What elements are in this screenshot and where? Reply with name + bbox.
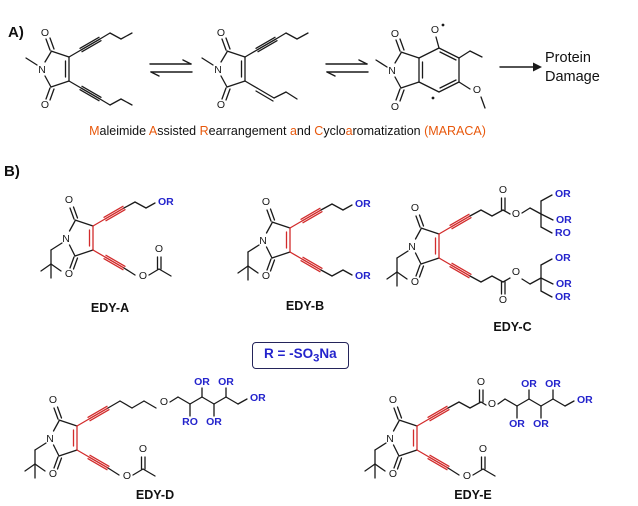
- atom-O: O: [431, 24, 439, 36]
- edy-c-label: EDY-C: [493, 320, 532, 334]
- atom-O: O: [488, 398, 496, 410]
- radical-dot: [441, 23, 445, 27]
- bottom-acetate: O O: [447, 443, 496, 482]
- legend-suffix: Na: [319, 346, 337, 361]
- r-group-legend: R = -SO3Na: [252, 342, 349, 369]
- caption-segment: romatization: [352, 124, 425, 138]
- caption-segment: earrangement: [208, 124, 290, 138]
- bottom-acetate: O O: [123, 243, 172, 282]
- aromatic-ring: [418, 47, 460, 93]
- legend-prefix: R = -SO: [264, 346, 314, 361]
- structure-edy-d: O OR RO OR OR OR O O: [24, 376, 266, 482]
- structure-rearranged-intermediate: [201, 26, 309, 112]
- atom-O: O: [499, 184, 507, 196]
- top-ether-sugar-chain: O OR RO OR OR OR: [107, 376, 266, 428]
- atom-RO: RO: [555, 227, 571, 239]
- top-ester-branch: O O OR OR RO: [469, 184, 572, 239]
- panel-b-label: B): [4, 163, 20, 180]
- caption-segment: A: [148, 124, 158, 138]
- atom-O: O: [463, 470, 471, 482]
- forward-arrow: [499, 62, 542, 72]
- structure-edy-b: OR OR: [237, 195, 371, 283]
- caption-segment: C: [314, 124, 324, 138]
- top-ester-sugar-chain: O O OR OR OR OR OR: [447, 376, 593, 430]
- atom-OR: OR: [218, 376, 234, 388]
- atom-OR: OR: [555, 188, 571, 200]
- atom-OR: OR: [509, 418, 525, 430]
- caption-segment: yclo: [323, 124, 346, 138]
- maraca-caption: Maleimide Assisted Rearrangement and Cyc…: [0, 124, 575, 138]
- atom-O: O: [139, 443, 147, 455]
- structure-maleimide-diyne: [25, 26, 133, 112]
- atom-O: O: [473, 84, 481, 96]
- structure-edy-e: O O OR OR OR OR OR O O: [364, 376, 593, 482]
- atom-OR: OR: [521, 378, 537, 390]
- result-line2: Damage: [545, 68, 600, 85]
- atom-O: O: [139, 270, 147, 282]
- atom-OR: OR: [545, 378, 561, 390]
- atom-OR: OR: [555, 252, 571, 264]
- atom-N: N: [388, 65, 396, 77]
- imide-ring: N O O: [375, 28, 420, 113]
- atom-OR: OR: [355, 270, 371, 282]
- methoxy-substituent: O: [431, 81, 486, 109]
- atom-OR: OR: [250, 392, 266, 404]
- top-chain-or: OR: [320, 198, 371, 211]
- caption-segment: nd: [296, 124, 315, 138]
- radical-dot: [431, 96, 435, 100]
- atom-O: O: [477, 376, 485, 388]
- top-chain-or: OR: [123, 196, 174, 209]
- ethyl-substituent: [458, 50, 483, 59]
- equilibrium-arrow: [149, 59, 193, 77]
- structure-edy-a: OR O O: [40, 193, 174, 282]
- caption-segment: M: [89, 124, 100, 138]
- caption-segment: R: [199, 124, 209, 138]
- structure-edy-c: O O OR OR RO O O OR: [386, 184, 572, 306]
- atom-O: O: [512, 266, 520, 278]
- atom-O: O: [499, 294, 507, 306]
- structure-aromatized-diradical: N O O O: [375, 23, 486, 113]
- bottom-acetate: O O: [107, 443, 156, 482]
- bottom-chain-or: OR: [320, 269, 371, 282]
- atom-O: O: [155, 243, 163, 255]
- caption-segment: (MARACA): [424, 124, 486, 138]
- atom-O: O: [391, 28, 399, 40]
- atom-O: O: [160, 396, 168, 408]
- edy-d-label: EDY-D: [135, 488, 175, 502]
- equilibrium-arrow: [325, 59, 369, 77]
- bottom-ester-branch: O O OR OR OR: [469, 252, 572, 306]
- caption-segment: aleimide: [99, 124, 149, 138]
- atom-O: O: [512, 208, 520, 220]
- atom-O: O: [123, 470, 131, 482]
- bottom-vinyl-chain: [244, 80, 298, 102]
- edy-b-label: EDY-B: [285, 299, 325, 313]
- atom-O: O: [391, 101, 399, 113]
- atom-OR: OR: [556, 214, 572, 226]
- result-line1: Protein: [545, 50, 591, 66]
- atom-OR: OR: [577, 394, 593, 406]
- atom-OR: OR: [533, 418, 549, 430]
- atom-OR: OR: [556, 278, 572, 290]
- caption-segment: ssisted: [157, 124, 200, 138]
- atom-OR: OR: [158, 196, 174, 208]
- atom-OR: OR: [206, 416, 222, 428]
- oxy-substituent: O: [431, 23, 445, 49]
- atom-O: O: [479, 443, 487, 455]
- protein-damage-text: Protein Damage: [545, 49, 600, 87]
- atom-RO: RO: [182, 416, 198, 428]
- atom-OR: OR: [355, 198, 371, 210]
- legend-subscript: 3: [313, 352, 320, 365]
- atom-OR: OR: [555, 291, 571, 303]
- caption-segment: a: [289, 124, 297, 138]
- bottom-alkyne-chain: [68, 80, 133, 106]
- panel-a-label: A): [8, 24, 24, 41]
- atom-OR: OR: [194, 376, 210, 388]
- caption-segment: a: [345, 124, 353, 138]
- edy-a-label: EDY-A: [90, 301, 130, 315]
- edy-e-label: EDY-E: [454, 488, 492, 502]
